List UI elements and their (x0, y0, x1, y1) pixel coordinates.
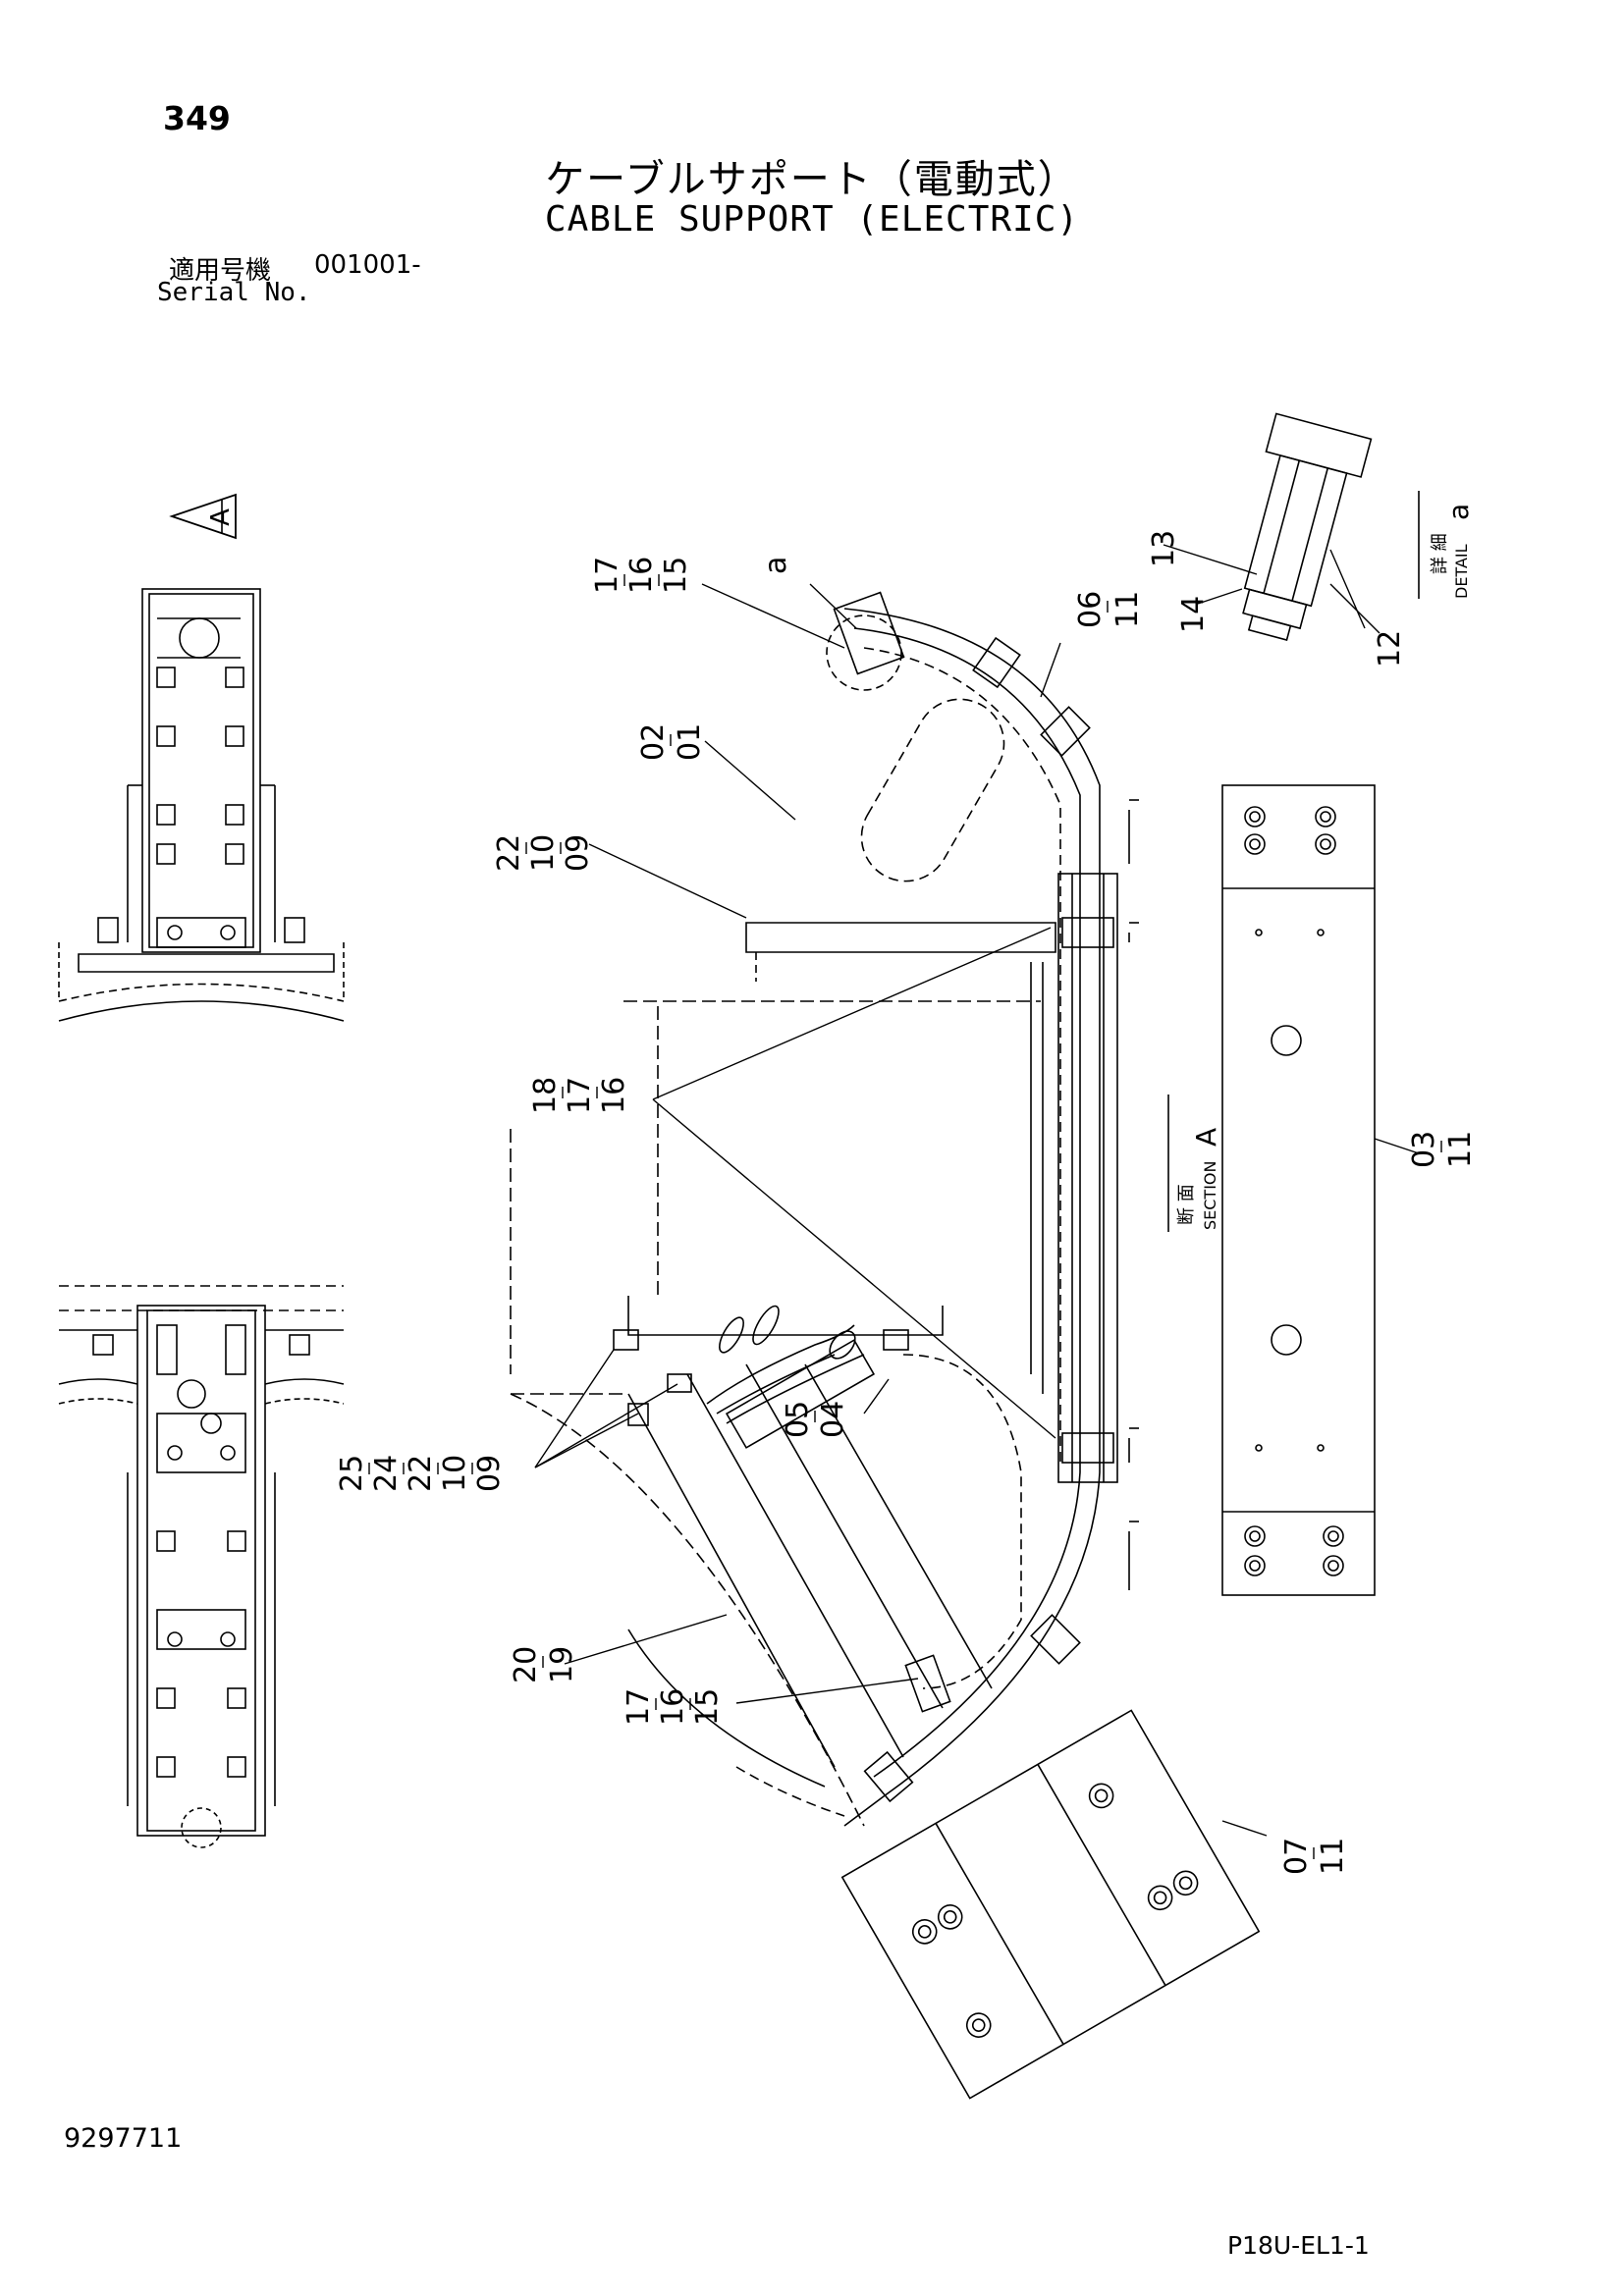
callout-22-10-09-b: 10 (526, 834, 561, 872)
callout-06-11-b: 11 (1110, 591, 1145, 628)
section-label-letter: A (1190, 1128, 1222, 1147)
callout-17-16-15-top-b: 16 (624, 557, 659, 594)
serial-value: 001001- (314, 250, 421, 280)
callout-17-16-15-bottom-b: 16 (656, 1688, 690, 1726)
callout-a: a (759, 557, 793, 574)
callout-20-19-b: 19 (545, 1646, 579, 1683)
document-code: P18U-EL1-1 (1227, 2231, 1370, 2260)
callout-12: 12 (1373, 630, 1407, 667)
callout-18-17-16-c: 16 (597, 1077, 631, 1114)
callout-labels: 17 16 15 a 06 11 13 14 12 02 01 22 10 09… (335, 530, 1478, 1875)
callout-25-24-22-10-09-c: 22 (404, 1455, 438, 1492)
serial-label-japanese: 適用号機 (169, 256, 272, 286)
detail-label-letter: a (1442, 504, 1475, 520)
leader-lines (534, 544, 1420, 1837)
callout-03-11-b: 11 (1443, 1131, 1478, 1168)
document-number: 9297711 (64, 2123, 183, 2154)
view-marker-label: A (206, 508, 236, 526)
callout-17-16-15-top-a: 17 (590, 557, 624, 594)
callout-20-19-a: 20 (509, 1646, 543, 1683)
callout-dashes (368, 574, 1442, 1859)
callout-22-10-09-a: 22 (492, 834, 526, 872)
section-label-en: SECTION (1201, 1161, 1219, 1231)
callout-22-10-09-c: 09 (561, 834, 595, 872)
view-arrow-marker: A (169, 493, 237, 540)
callout-25-24-22-10-09-d: 10 (438, 1455, 472, 1492)
callout-07-11-b: 11 (1316, 1838, 1350, 1875)
callout-06-11-a: 06 (1073, 591, 1108, 628)
title-english: CABLE SUPPORT (ELECTRIC) (544, 199, 1080, 240)
callout-02-01-b: 01 (673, 723, 707, 761)
callout-25-24-22-10-09-a: 25 (335, 1455, 369, 1492)
callout-13: 13 (1147, 530, 1181, 567)
left-top-view (58, 588, 345, 1022)
callout-05-04-b: 04 (816, 1401, 850, 1438)
callout-17-16-15-bottom-c: 15 (690, 1688, 725, 1726)
callout-17-16-15-top-c: 15 (659, 557, 693, 594)
title-japanese: ケーブルサポート（電動式） (545, 157, 1079, 202)
callout-18-17-16-b: 17 (563, 1077, 597, 1114)
callout-07-11-a: 07 (1279, 1838, 1314, 1875)
callout-02-01-a: 02 (636, 723, 671, 761)
page-number: 349 (163, 99, 231, 137)
angled-plate-view (840, 1709, 1261, 2100)
callout-25-24-22-10-09-e: 09 (472, 1455, 507, 1492)
serial-label-english: Serial No. (157, 278, 311, 307)
detail-a-view: 詳 細 DETAIL a (1242, 412, 1475, 642)
detail-label-jp: 詳 細 (1430, 533, 1450, 574)
detail-label-en: DETAIL (1452, 544, 1471, 599)
callout-03-11-a: 03 (1407, 1131, 1441, 1168)
callout-05-04-a: 05 (781, 1401, 815, 1438)
section-label-jp: 断 面 (1176, 1184, 1197, 1225)
callout-14: 14 (1176, 596, 1211, 633)
left-bottom-view (58, 1285, 345, 1848)
callout-17-16-15-bottom-a: 17 (622, 1688, 656, 1726)
callout-18-17-16-a: 18 (528, 1077, 563, 1114)
callout-25-24-22-10-09-b: 24 (369, 1455, 404, 1492)
section-a-view: 断 面 SECTION A (1167, 784, 1376, 1596)
main-assembly (510, 591, 1139, 1827)
